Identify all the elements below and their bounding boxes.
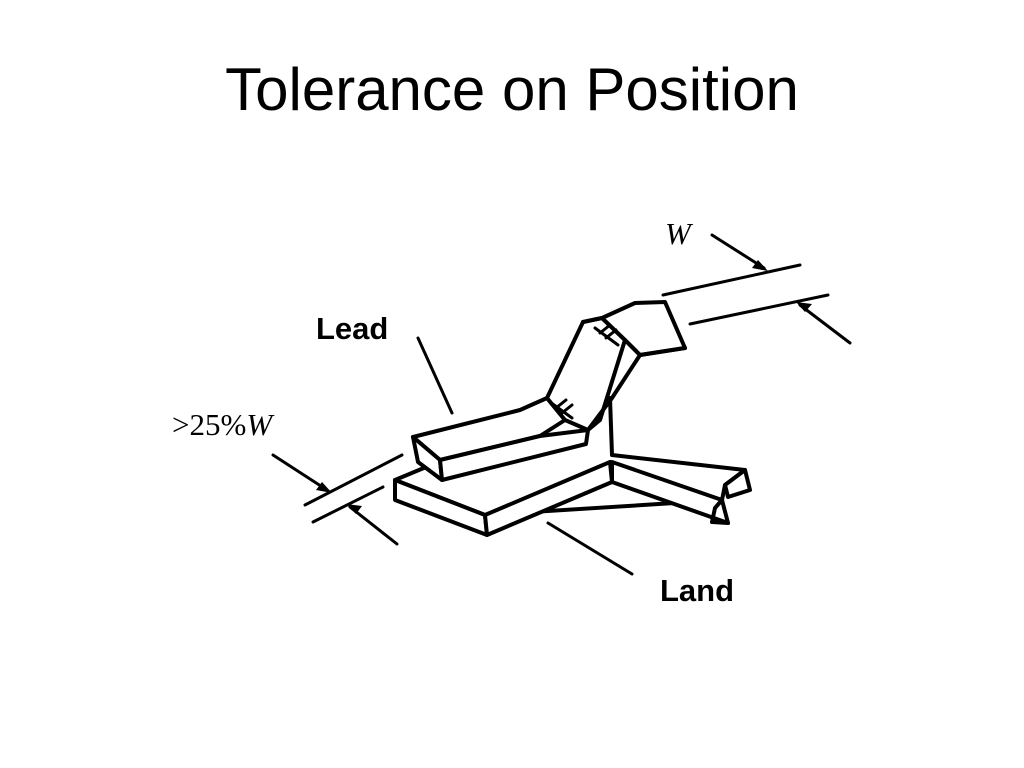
lead-foot-side-face <box>438 428 590 482</box>
lead-label: Lead <box>316 311 389 346</box>
lead <box>411 300 687 482</box>
lead-riser <box>545 316 627 432</box>
land-leader-line <box>546 521 634 576</box>
overhang-label: >25%W <box>172 409 272 440</box>
lead-leader-line <box>416 336 454 415</box>
overhang-arrow-lower-shaft <box>348 505 399 546</box>
lead-bend-marks <box>548 323 620 420</box>
overhang-symbol: W <box>246 407 273 442</box>
overhang-arrow-lower-head <box>346 504 362 514</box>
land-label: Land <box>660 573 735 608</box>
width-dimension <box>661 233 852 345</box>
width-symbol: W <box>665 216 691 251</box>
width-arrow-lower-shaft <box>798 303 852 345</box>
width-label: W <box>665 218 691 249</box>
width-arrow-upper-head <box>752 260 768 271</box>
overhang-arrow-upper-head <box>316 482 332 493</box>
overhang-extension-line-upper <box>303 453 404 507</box>
slide-title: Tolerance on Position <box>225 56 799 123</box>
overhang-dimension <box>271 453 404 546</box>
width-arrow-upper-shaft <box>710 233 766 270</box>
land-pad <box>393 396 752 537</box>
overhang-prefix: >25% <box>172 407 247 442</box>
land-arm-end-face <box>723 468 752 499</box>
lead-shoulder-front <box>623 338 687 357</box>
lead-shoulder-edge <box>586 353 642 432</box>
width-arrow-lower-head <box>796 302 812 312</box>
land-arm-notch <box>710 498 730 525</box>
width-extension-line-upper <box>661 263 802 297</box>
overhang-arrow-upper-shaft <box>271 453 329 492</box>
width-extension-line-lower <box>688 293 830 326</box>
